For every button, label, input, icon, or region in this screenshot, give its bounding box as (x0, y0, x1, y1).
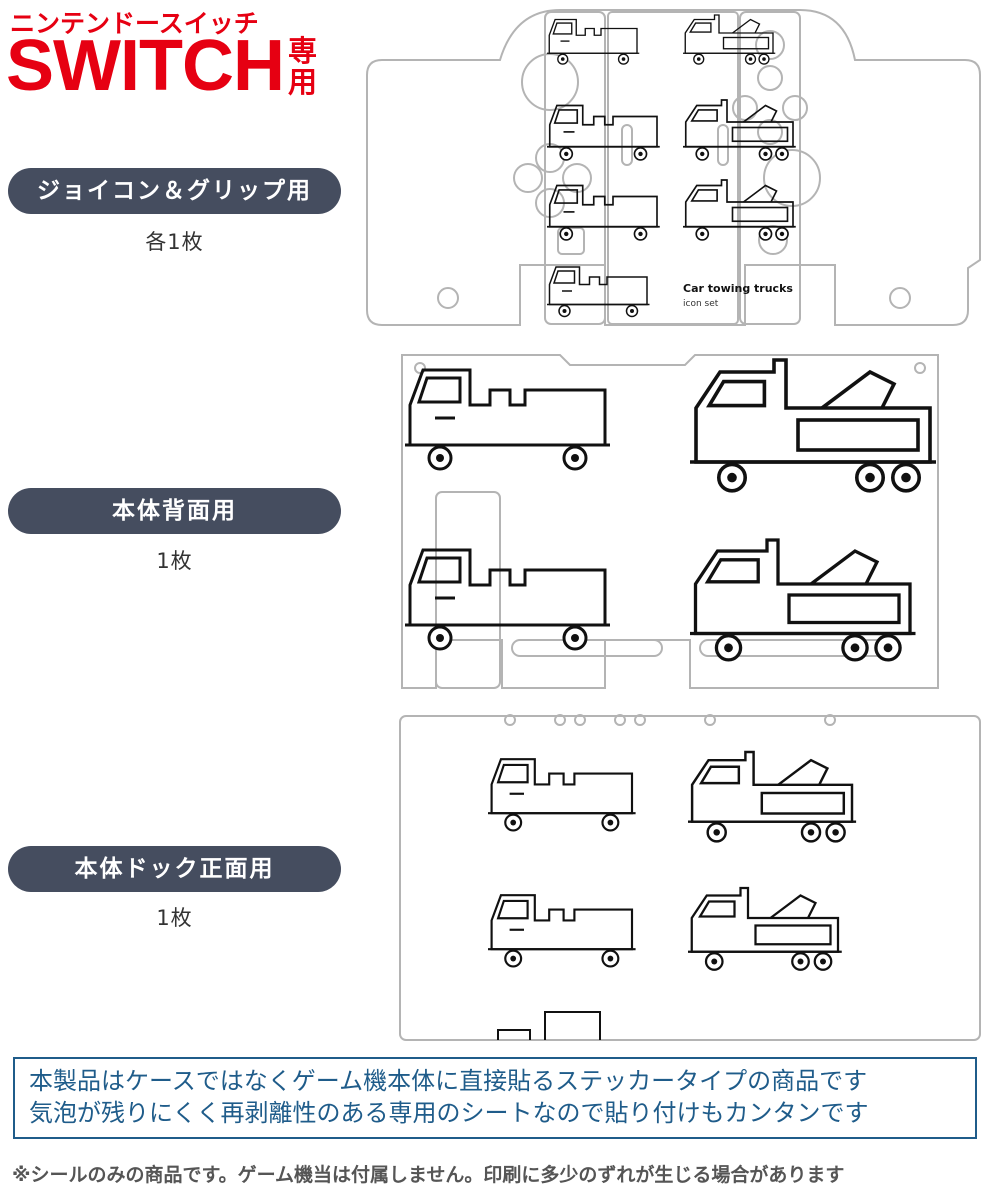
section-quantity-joycon: 各1枚 (145, 230, 204, 254)
product-info-line-2: 気泡が残りにくく再剥離性のある専用のシートなので貼り付けもカンタンです (29, 1099, 869, 1127)
brand-subtitle: ニンテンドースイッチ (10, 9, 259, 38)
brand-tag: 専用 (288, 34, 318, 99)
joycon-grip-outline (366, 9, 981, 326)
brand-title: SWITCH (6, 26, 285, 106)
product-info-line-1: 本製品はケースではなくゲーム機本体に直接貼るステッカータイプの商品です (29, 1067, 868, 1095)
sticker-layout-illustration: Car towing trucks icon set (366, 9, 981, 1041)
section-quantity-back: 1枚 (156, 549, 193, 573)
section-label-back: 本体背面用 (8, 488, 341, 534)
artwork-caption-title: Car towing trucks (683, 282, 793, 295)
disclaimer-note: ※シールのみの商品です。ゲーム機当は付属しません。印刷に多少のずれが生じる場合が… (12, 1164, 845, 1186)
section-label-dock: 本体ドック正面用 (8, 846, 341, 892)
dock-panel-outline (399, 714, 981, 1041)
artwork-caption-sub: icon set (683, 299, 719, 309)
section-label-joycon: ジョイコン＆グリップ用 (8, 168, 341, 214)
joycon-artwork (546, 18, 640, 65)
product-info-box: 本製品はケースではなくゲーム機本体に直接貼るステッカータイプの商品です 気泡が残… (13, 1057, 977, 1139)
back-panel-artwork (403, 358, 938, 662)
dock-panel-artwork (486, 750, 858, 1040)
section-quantity-dock: 1枚 (156, 906, 193, 930)
